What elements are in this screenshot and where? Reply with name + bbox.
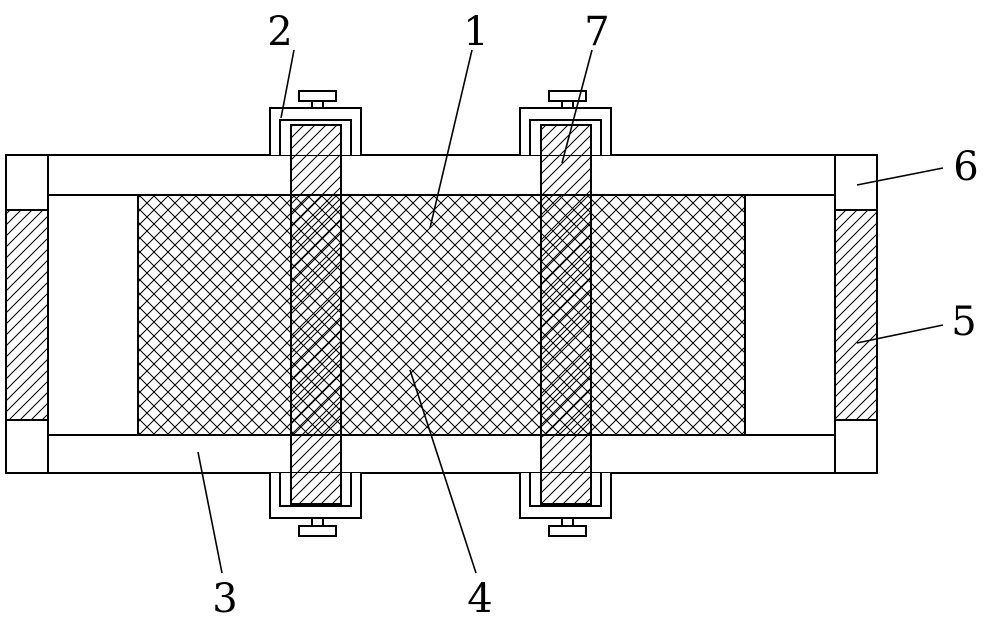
callout-3: 3: [212, 576, 237, 622]
right-clamp-assembly: [519, 90, 612, 537]
left-seal-strip: [5, 209, 49, 421]
callout-1: 1: [463, 9, 488, 55]
leader-line-3: [197, 451, 223, 574]
right-seal-strip: [834, 209, 878, 421]
leader-line-1: [429, 49, 473, 229]
callout-6: 6: [953, 144, 978, 190]
left-end-block-bottom: [5, 419, 49, 474]
leader-line-2: [280, 49, 295, 119]
callout-7: 7: [584, 9, 609, 55]
leader-line-5: [856, 324, 944, 344]
right-clamp-rod: [540, 124, 592, 505]
callout-2: 2: [267, 9, 292, 55]
right-end-block-bottom: [834, 419, 878, 474]
left-inner-panel: [47, 194, 139, 436]
left-clamp-assembly: [269, 90, 362, 537]
left-end-block-top: [5, 154, 49, 211]
top-frame-bar: [47, 154, 836, 196]
callout-5: 5: [951, 299, 976, 345]
leader-line-4: [409, 369, 477, 574]
leader-line-7: [561, 49, 593, 164]
right-inner-panel: [744, 194, 836, 436]
leader-line-6: [856, 167, 944, 186]
callout-4: 4: [467, 576, 492, 622]
filter-mesh: [137, 194, 746, 436]
left-clamp-rod: [290, 124, 342, 505]
